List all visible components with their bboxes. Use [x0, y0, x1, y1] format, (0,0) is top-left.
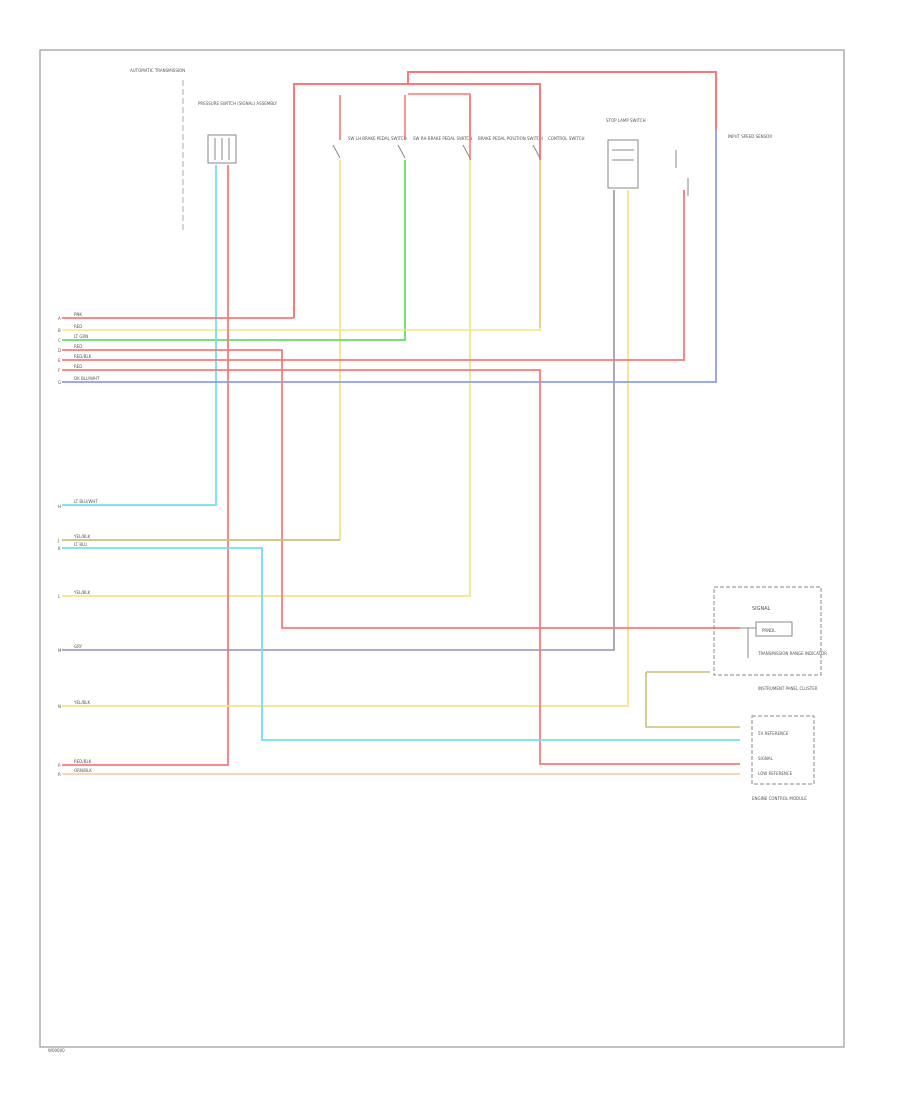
pressure-switch-label: PRESSURE SWITCH (SIGNAL) ASSEMBLY: [198, 101, 278, 106]
wire-yellow-4: [62, 190, 629, 707]
control-switch-label: CONTROL SWITCH: [548, 136, 585, 141]
cluster-inner-2: TRANSMISSION RANGE INDICATOR: [757, 651, 827, 656]
pin-label: C: [58, 338, 61, 343]
wire-label: PNK: [74, 312, 82, 317]
footer-code: W00000: [48, 1048, 65, 1053]
pressure-switch: PRESSURE SWITCH (SIGNAL) ASSEMBLY: [198, 101, 278, 164]
pin-label: R: [58, 772, 61, 777]
stop-lamp-switch: STOP LAMP SWITCH: [606, 118, 646, 189]
pin-label: A: [58, 316, 61, 321]
wire-gray: [62, 190, 615, 651]
ecm-inner-2: SIGNAL: [758, 756, 774, 761]
pin-label: N: [58, 704, 61, 709]
switch-rh: SW RH BRAKE PEDAL SWITCH: [397, 95, 472, 159]
pin-label: F: [58, 368, 61, 373]
pin-label: L: [58, 594, 61, 599]
switch-rh-label: SW RH BRAKE PEDAL SWITCH: [413, 136, 472, 141]
wire-label: YEL/BLK: [73, 534, 91, 539]
wire-yellow-2: [62, 160, 471, 597]
wire-labels: PNK RED LT GRN RED RED/BLK RED DK BLU/WH…: [73, 312, 100, 773]
wire-cyan-1: [62, 165, 217, 506]
wire-label: RED: [74, 324, 82, 329]
pin-labels: A B C D E F G H J K L M N P R: [57, 316, 62, 777]
wire-cyan-2: [62, 547, 740, 741]
diagram-frame: [39, 49, 845, 1048]
wire-red-3: [62, 190, 685, 361]
pin-label: M: [58, 648, 62, 653]
cluster-label: INSTRUMENT PANEL CLUSTER: [758, 686, 818, 691]
wire-label: RED/BLK: [74, 354, 92, 359]
wire-label: YEL/BLK: [73, 700, 91, 705]
wire-label: DK BLU/WHT: [74, 376, 100, 381]
pin-label: B: [58, 328, 61, 333]
ecm-inner-3: LOW REFERENCE: [758, 771, 793, 776]
speed-sensor-label: INPUT SPEED SENSOR: [728, 134, 772, 139]
wire-blue: [62, 130, 717, 383]
wire-label: LT BLU/WHT: [74, 499, 98, 504]
wire-red-inner: [408, 93, 471, 160]
cluster-inner-1: PRNDL: [762, 628, 776, 633]
wire-label: LT BLU: [74, 542, 87, 547]
switch-lh: SW LH BRAKE PEDAL SWITCH: [332, 95, 407, 159]
wire-olive-2: [645, 672, 740, 728]
transmission-label: AUTOMATIC TRANSMISSION: [130, 68, 185, 73]
pin-label: D: [58, 348, 61, 353]
wire-red-to-ecm: [62, 369, 740, 765]
switch-lh-label: SW LH BRAKE PEDAL SWITCH: [348, 136, 407, 141]
wire-label: LT GRN: [74, 334, 88, 339]
cluster-title: SIGNAL: [752, 606, 771, 612]
instrument-cluster: SIGNAL PRNDL TRANSMISSION RANGE INDICATO…: [713, 586, 827, 691]
wire-label: GRY: [74, 644, 83, 649]
wire-green: [62, 160, 406, 341]
stop-lamp-label: STOP LAMP SWITCH: [606, 118, 646, 123]
wire-label: RED: [74, 364, 82, 369]
speed-sensor: INPUT SPEED SENSOR: [675, 134, 772, 196]
brake-pedal-switch: BRAKE PEDAL POSITION SWITCH: [462, 95, 543, 159]
pin-label: G: [58, 380, 61, 385]
wire-yellow-3: [62, 160, 541, 331]
wire-label: RED/BLK: [74, 759, 92, 764]
pin-label: H: [58, 504, 61, 509]
ecm-label: ENGINE CONTROL MODULE: [752, 796, 807, 801]
wire-red-to-cluster: [62, 349, 740, 629]
wire-red-2: [62, 165, 229, 766]
engine-control-module: 5V REFERENCE SIGNAL LOW REFERENCE ENGINE…: [751, 715, 815, 801]
wire-label: RED: [74, 344, 82, 349]
pin-label: P: [58, 763, 61, 768]
wire-label: YEL/BLK: [73, 590, 91, 595]
pin-label: K: [58, 546, 61, 551]
brake-pedal-switch-label: BRAKE PEDAL POSITION SWITCH: [478, 136, 543, 141]
wire-label: ORN/BLK: [74, 768, 92, 773]
wire-red-top-right: [408, 83, 541, 328]
pin-label: J: [57, 538, 59, 543]
wire-red-top-loop: [293, 71, 717, 318]
ecm-inner-1: 5V REFERENCE: [758, 731, 789, 736]
pin-label: E: [58, 358, 61, 363]
control-switch: CONTROL SWITCH: [532, 95, 585, 159]
